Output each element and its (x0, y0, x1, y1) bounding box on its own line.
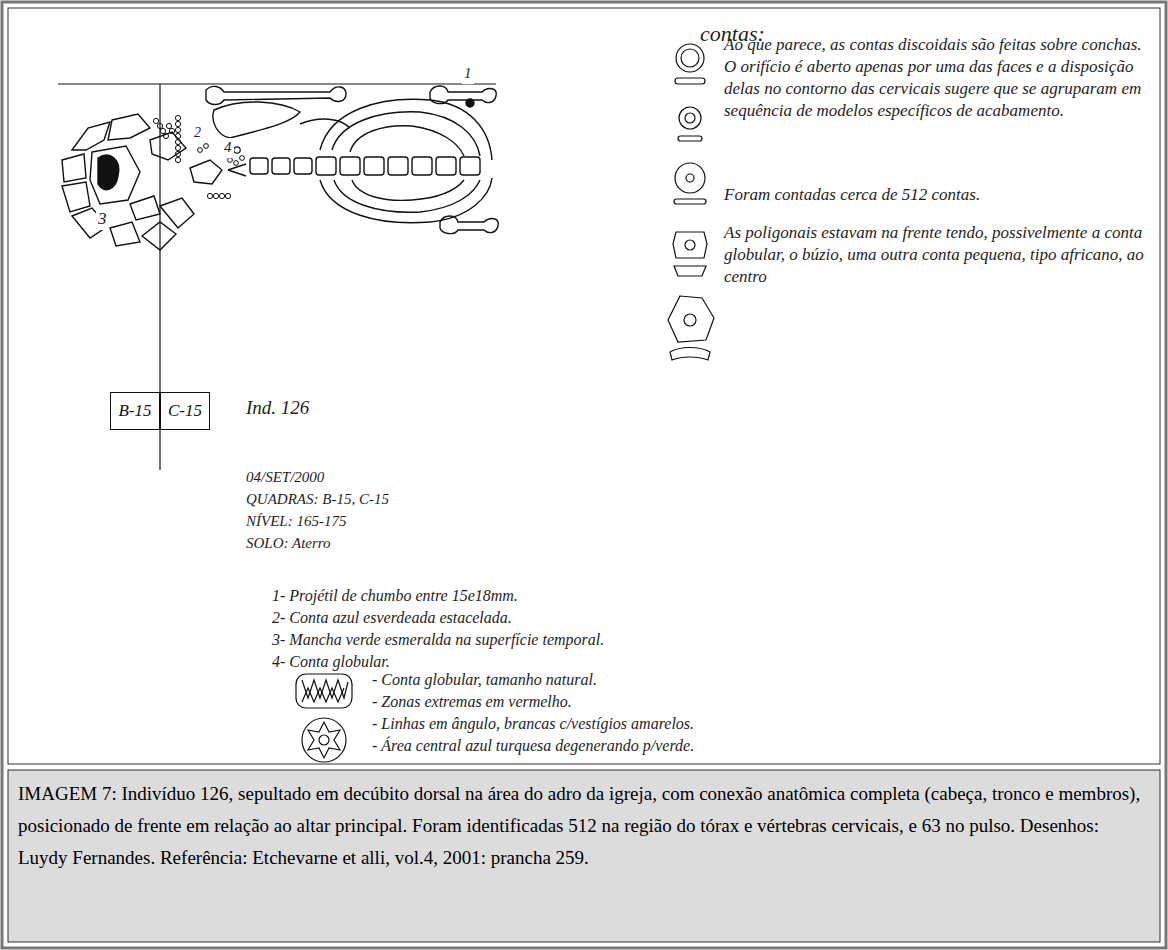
bead-note: - Conta globular, tamanho natural. (372, 670, 597, 691)
individual-label: Ind. 126 (246, 396, 309, 421)
numbered-note: 1- Projétil de chumbo entre 15e18mm. (272, 586, 518, 607)
figure-caption: IMAGEM 7: Indivíduo 126, sepultado em de… (18, 778, 1146, 874)
record-line: QUADRAS: B-15, C-15 (246, 490, 389, 510)
skeleton (190, 86, 498, 234)
callout-number: 3 (96, 208, 109, 230)
numbered-note: 3- Mancha verde esmeralda na superfície … (272, 630, 604, 651)
bead-strings (153, 115, 244, 198)
bead-note: - Linhas em ângulo, brancas c/vestígios … (372, 714, 694, 735)
grid-square-box: B-15 (110, 392, 160, 430)
note-paragraph: Foram contadas cerca de 512 contas. (724, 184, 980, 206)
grid-square-label: C-15 (168, 401, 202, 421)
bead-types (668, 44, 714, 360)
record-line: SOLO: Aterro (246, 534, 331, 554)
bead-marker (234, 147, 240, 153)
bead-note: - Área central azul turquesa degenerando… (372, 736, 694, 757)
numbered-note: 2- Conta azul esverdeada estacelada. (272, 608, 512, 629)
grid-lines (58, 84, 496, 470)
bead-note: - Zonas extremas em vermelho. (372, 692, 572, 713)
callout-number: 2 (192, 124, 203, 142)
callout-number: 4 (222, 138, 234, 158)
skull (62, 114, 194, 250)
note-paragraph: As poligonais estavam na frente tendo, p… (724, 222, 1156, 288)
callout-number: 1 (462, 64, 474, 84)
record-line: 04/SET/2000 (246, 468, 324, 488)
numbered-note: 4- Conta globular. (272, 652, 390, 673)
grid-square-box: C-15 (160, 392, 210, 430)
note-paragraph: Ao que parece, as contas discoidais são … (724, 34, 1156, 122)
grid-square-label: B-15 (118, 401, 151, 421)
globular-bead (296, 674, 352, 762)
record-line: NÍVEL: 165-175 (246, 512, 346, 532)
